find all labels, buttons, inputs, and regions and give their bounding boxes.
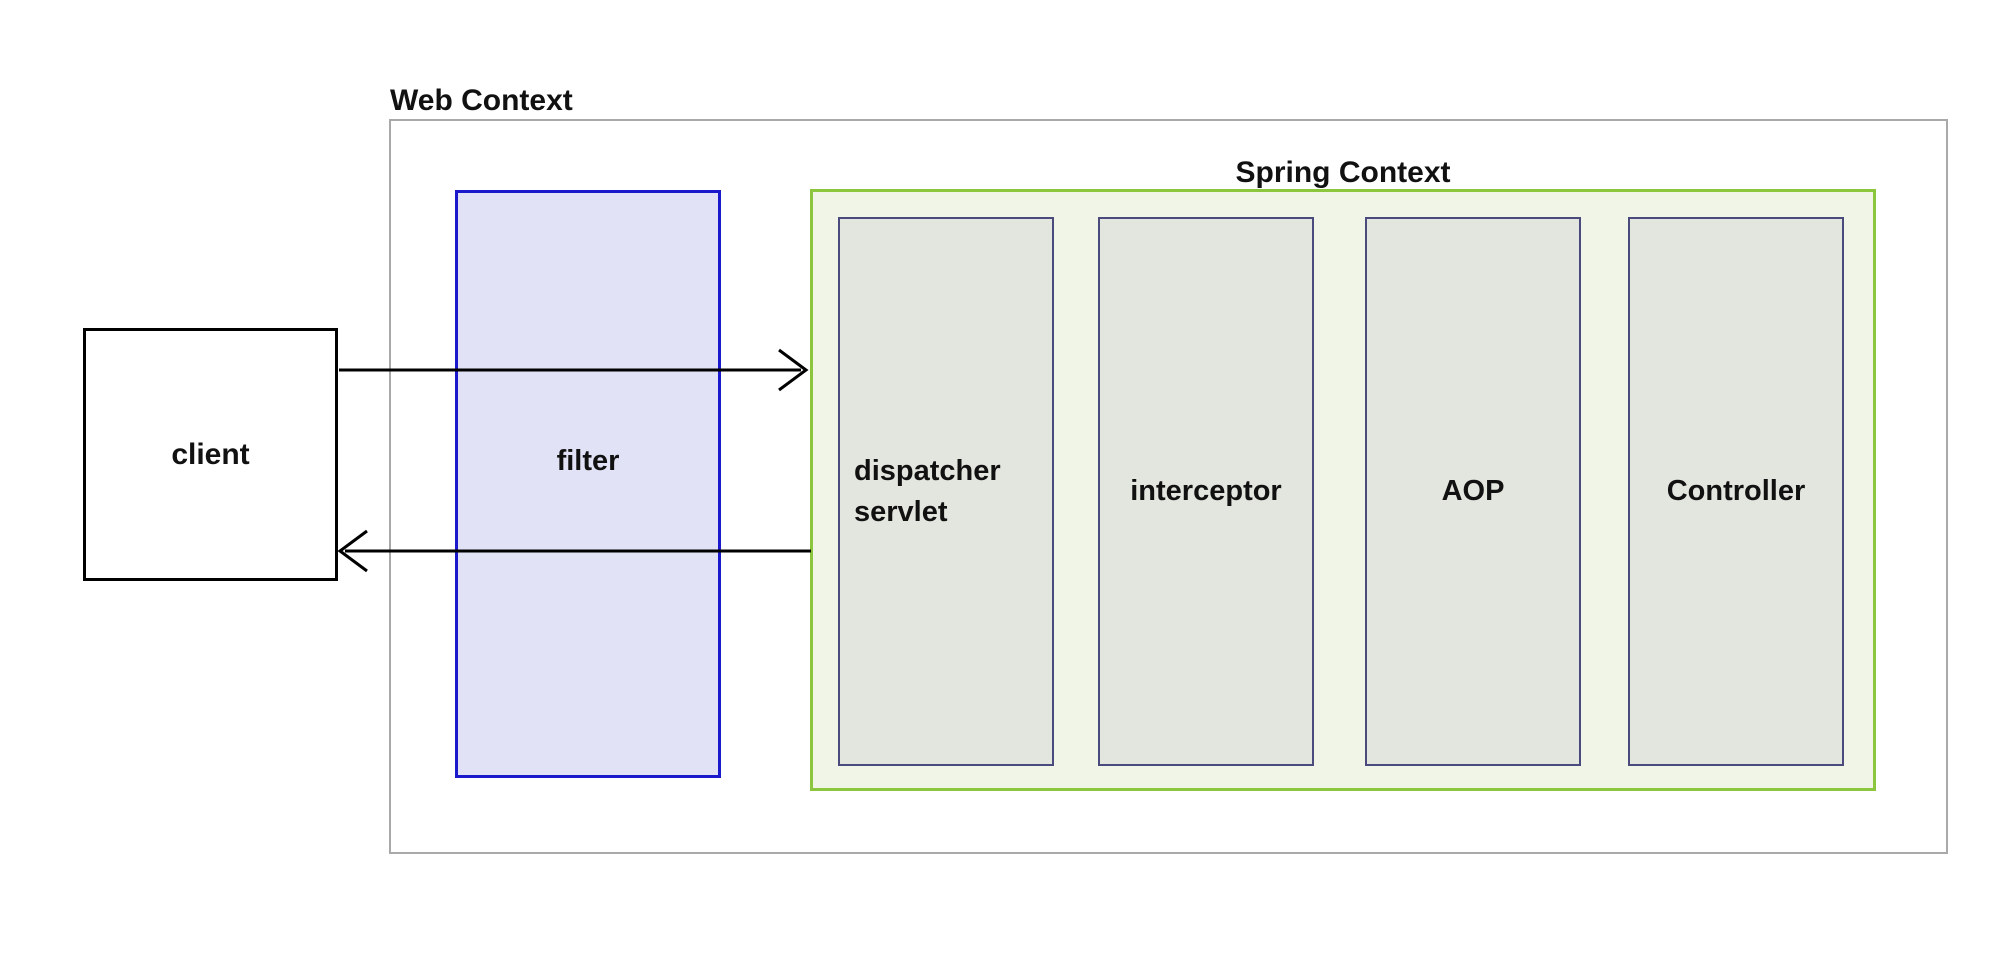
interceptor-box: interceptor: [1098, 217, 1314, 766]
dispatcher-servlet-box: dispatcher servlet: [838, 217, 1054, 766]
client-label: client: [171, 437, 250, 471]
interceptor-label: interceptor: [1130, 475, 1282, 508]
spring-context-label: Spring Context: [1235, 156, 1451, 189]
controller-label: Controller: [1666, 475, 1806, 508]
controller-box: Controller: [1628, 217, 1844, 766]
aop-label: AOP: [1441, 475, 1505, 508]
client-box: client: [83, 328, 338, 581]
filter-box: filter: [455, 190, 721, 778]
dispatcher-servlet-label: dispatcher servlet: [854, 454, 1001, 528]
filter-label: filter: [556, 444, 620, 477]
aop-box: AOP: [1365, 217, 1581, 766]
web-context-label: Web Context: [390, 84, 573, 117]
